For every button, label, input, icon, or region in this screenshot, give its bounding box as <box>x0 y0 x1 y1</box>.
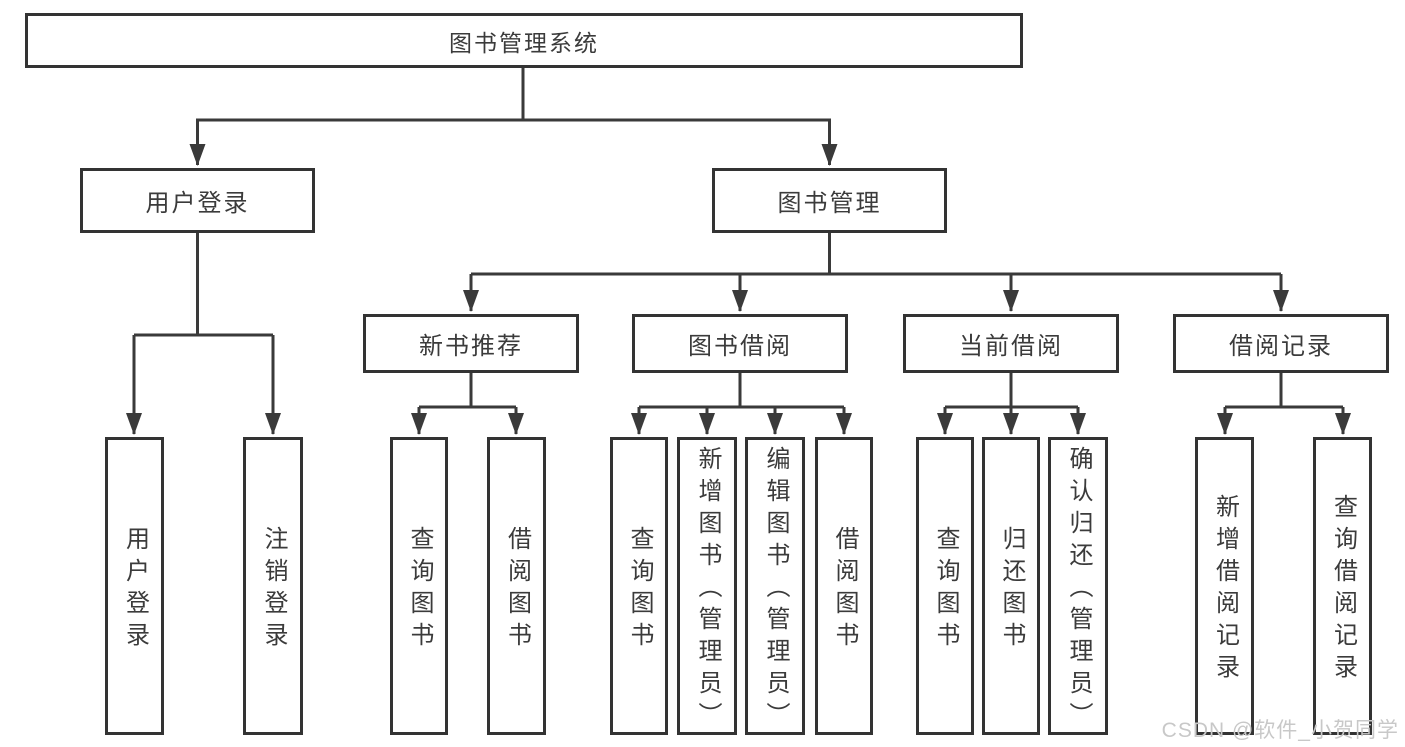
node-book-borrow-label: 图书借阅 <box>688 333 792 360</box>
connector-book-management-bus <box>471 233 1281 276</box>
connector-book-borrow-bus <box>639 373 844 409</box>
leaf-borrow-books-2: 借阅图书 <box>815 437 873 735</box>
leaf-return-books: 归还图书 <box>982 437 1040 735</box>
leaf-add-borrow-record: 新增借阅记录 <box>1195 437 1254 735</box>
leaf-add-books-admin-label: 新增图书（管理员） <box>694 446 721 734</box>
node-current-borrow-label: 当前借阅 <box>959 333 1063 360</box>
leaf-edit-books-admin: 编辑图书（管理员） <box>745 437 805 735</box>
connector-root-bus <box>196 68 831 122</box>
leaf-user-login: 用户登录 <box>105 437 164 735</box>
node-root-system: 图书管理系统 <box>25 13 1023 68</box>
connector-user-login-bus <box>134 233 273 337</box>
node-borrow-records: 借阅记录 <box>1173 314 1389 373</box>
leaf-add-borrow-record-label: 新增借阅记录 <box>1211 494 1239 686</box>
connector-borrow-records-bus <box>1225 373 1343 409</box>
leaf-edit-books-admin-label: 编辑图书（管理员） <box>762 446 789 734</box>
node-book-borrow: 图书借阅 <box>632 314 848 373</box>
leaf-borrow-books-1-label: 借阅图书 <box>503 526 531 654</box>
leaf-logout-label: 注销登录 <box>260 526 287 654</box>
leaf-confirm-return-admin-label: 确认归还（管理员） <box>1065 446 1092 734</box>
leaf-return-books-label: 归还图书 <box>998 526 1025 654</box>
leaf-query-books-3: 查询图书 <box>916 437 974 735</box>
leaf-query-books-1: 查询图书 <box>390 437 448 735</box>
node-new-book-recommendation-label: 新书推荐 <box>419 333 523 360</box>
leaf-user-login-label: 用户登录 <box>121 526 149 654</box>
node-book-management: 图书管理 <box>712 168 947 233</box>
leaf-query-books-1-label: 查询图书 <box>406 526 433 654</box>
leaf-confirm-return-admin: 确认归还（管理员） <box>1048 437 1108 735</box>
connector-current-borrow-bus <box>945 373 1078 409</box>
leaf-borrow-books-2-label: 借阅图书 <box>831 526 858 654</box>
leaf-logout: 注销登录 <box>243 437 303 735</box>
node-book-management-label: 图书管理 <box>777 190 882 217</box>
leaf-query-books-3-label: 查询图书 <box>932 526 959 654</box>
node-user-login: 用户登录 <box>80 168 315 233</box>
leaf-borrow-books-1: 借阅图书 <box>487 437 546 735</box>
node-user-login-label: 用户登录 <box>145 190 250 217</box>
leaf-query-borrow-record: 查询借阅记录 <box>1313 437 1372 735</box>
csdn-watermark: CSDN @软件_小贺同学 <box>1161 719 1399 742</box>
leaf-query-borrow-record-label: 查询借阅记录 <box>1329 494 1357 686</box>
connector-new-book-rec-bus <box>419 373 516 409</box>
leaf-add-books-admin: 新增图书（管理员） <box>677 437 737 735</box>
node-new-book-recommendation: 新书推荐 <box>363 314 579 373</box>
node-borrow-records-label: 借阅记录 <box>1229 333 1333 360</box>
node-root-label: 图书管理系统 <box>449 29 599 56</box>
leaf-query-books-2-label: 查询图书 <box>626 526 653 654</box>
leaf-query-books-2: 查询图书 <box>610 437 668 735</box>
node-current-borrow: 当前借阅 <box>903 314 1119 373</box>
